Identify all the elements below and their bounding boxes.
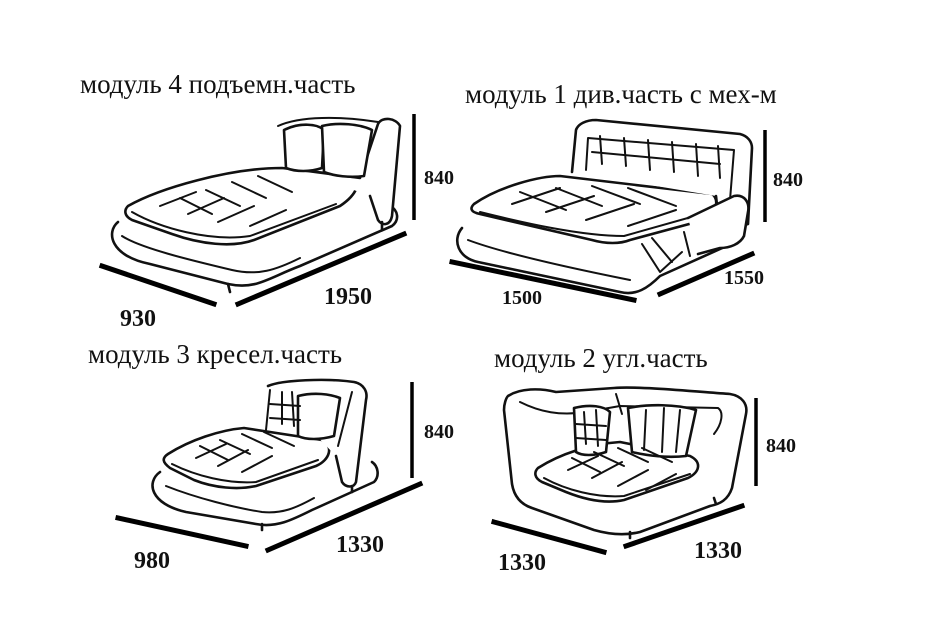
module-2-title: модуль 2 угл.часть [494, 343, 708, 373]
module-3-drawing [151, 378, 379, 532]
module-2-height: 840 [766, 435, 796, 457]
module-3-depth-line [115, 515, 249, 549]
module-1-depth: 1500 [502, 287, 542, 309]
module-4-drawing [110, 116, 402, 294]
module-3-depth: 980 [134, 548, 170, 574]
module-1-depth-line [449, 259, 637, 303]
module-4-depth-line [98, 262, 218, 308]
module-4-length: 1950 [324, 284, 372, 310]
module-2-depth: 1330 [498, 550, 546, 576]
module-2-length: 1330 [694, 538, 742, 564]
module-4-height: 840 [424, 167, 454, 189]
module-4-length-line [234, 230, 408, 308]
module-1-length-line [656, 250, 756, 298]
module-1: модуль 1 див.часть с мех-м 1500 1550 [449, 79, 803, 309]
module-4-title: модуль 4 подъемн.часть [80, 69, 355, 99]
module-3-length: 1330 [336, 532, 384, 558]
module-2-length-line [622, 502, 746, 550]
module-3-length-line [264, 480, 424, 554]
module-3-height: 840 [424, 421, 454, 443]
module-3: модуль 3 кресел.часть 980 1330 840 [88, 339, 454, 574]
module-1-title: модуль 1 див.часть с мех-м [465, 79, 777, 109]
module-1-drawing [456, 118, 754, 295]
module-2-drawing [502, 386, 748, 540]
module-2-depth-line [490, 518, 608, 556]
module-1-length: 1550 [724, 267, 764, 289]
module-4: модуль 4 подъемн.часть 930 1950 840 [80, 69, 454, 332]
module-1-height: 840 [773, 169, 803, 191]
module-3-title: модуль 3 кресел.часть [88, 339, 342, 369]
module-4-depth: 930 [120, 306, 156, 332]
module-2: модуль 2 угл.часть 1330 1330 840 [490, 343, 796, 576]
